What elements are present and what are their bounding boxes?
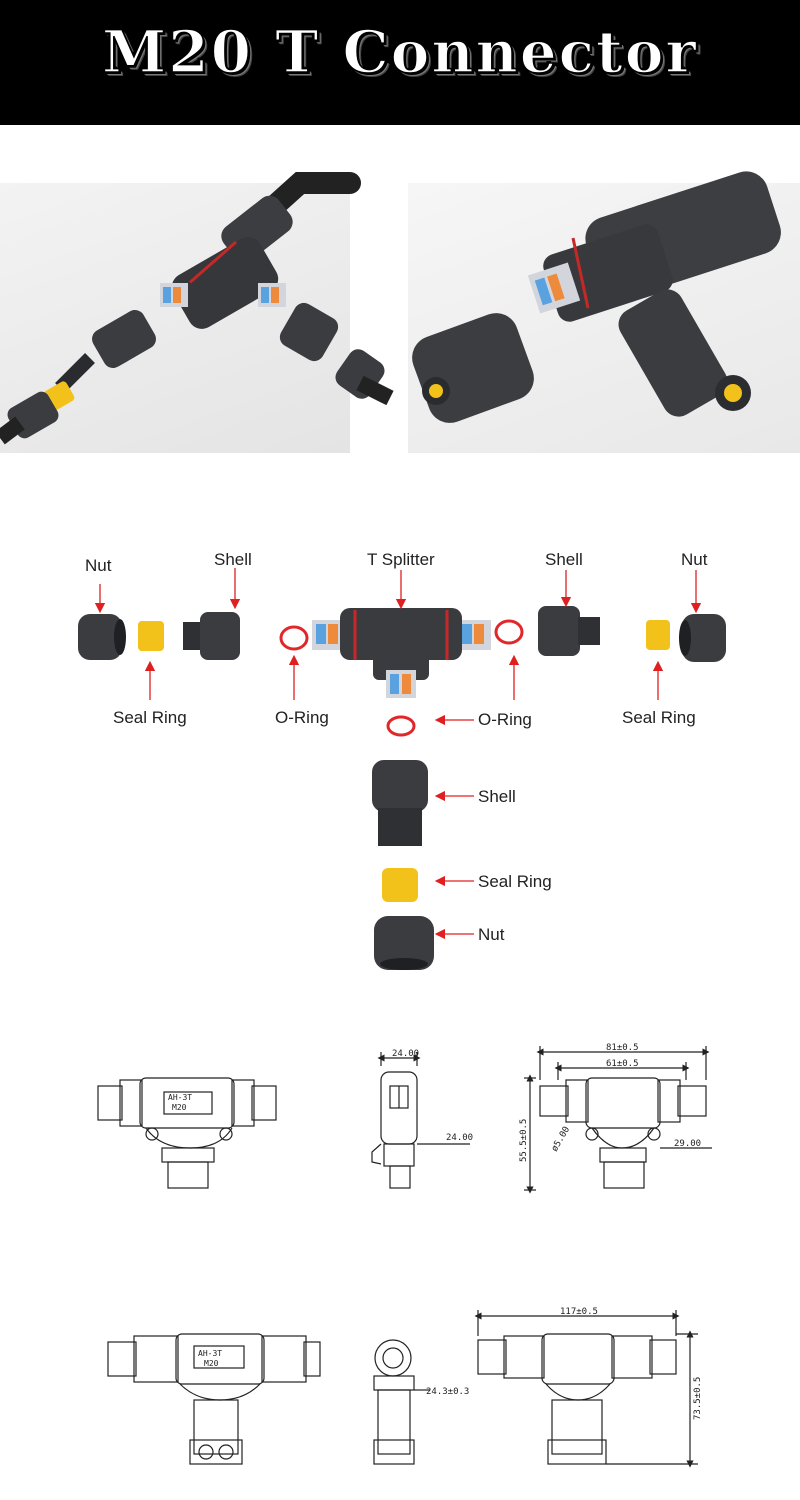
seal-ring-bottom-part [382,868,418,902]
top-rear-view [524,1046,712,1194]
title-banner: M20 T Connector [0,0,800,125]
seal-ring-right-part [646,620,670,650]
t-splitter-part [340,608,462,660]
banner-title: M20 T Connector [101,17,698,87]
dim-top-side-width: 24.00 [392,1049,419,1059]
bottom-front-view [107,1333,321,1465]
assembled-connector-image [0,172,394,445]
dim-top-rear-stem: 29.00 [674,1139,701,1149]
top-model-label-2: M20 [172,1103,187,1112]
shell-bottom-part [372,760,428,812]
label-o-ring-left: O-Ring [275,708,329,727]
o-ring-right-part [494,619,524,645]
label-shell-right: Shell [545,550,583,569]
top-side-view [371,1052,470,1189]
dim-top-rear-hole: ø5.00 [550,1125,572,1153]
o-ring-bottom-part [386,715,416,737]
label-seal-ring-bottom: Seal Ring [478,872,552,891]
dim-top-rear-overall: 81±0.5 [606,1043,639,1053]
seal-ring-left-part [138,621,164,651]
label-t-splitter: T Splitter [367,550,435,569]
dim-top-rear-height: 55.5±0.5 [519,1119,529,1162]
bottom-model-label-1: AH-3T [198,1349,222,1358]
label-seal-ring-left: Seal Ring [113,708,187,727]
nut-bottom-part [374,916,434,970]
label-nut-left: Nut [85,556,112,575]
technical-drawings: 24.00 24.00 81±0.5 61±0.5 55.5±0.5 ø5.00… [97,1043,712,1194]
dim-bottom-rear-overall: 117±0.5 [560,1307,598,1317]
bottom-rear-view [474,1310,698,1468]
shell-right-part [538,606,580,656]
technical-drawings-large: AH-3T M20 24.3±0.3 117±0.5 73.5±0.5 [107,1307,703,1468]
dim-top-rear-inner: 61±0.5 [606,1059,639,1069]
product-photo-assembled [0,172,394,453]
top-front-view [97,1077,277,1189]
product-photo-exploded [408,171,800,453]
label-o-ring-bottom: O-Ring [478,710,532,729]
bottom-side-view [373,1339,430,1465]
bottom-model-label-2: M20 [204,1359,219,1368]
nut-right-part [682,614,726,662]
parts-diagram [78,568,726,970]
dim-bottom-side-width: 24.3±0.3 [426,1387,469,1397]
o-ring-left-part [279,625,309,651]
exploded-connector-image [412,171,781,423]
label-nut-bottom: Nut [478,925,505,944]
dim-top-side-height: 24.00 [446,1133,473,1143]
shell-left-part [200,612,240,660]
label-nut-right: Nut [681,550,708,569]
top-model-label-1: AH-3T [168,1093,192,1102]
label-seal-ring-right: Seal Ring [622,708,696,727]
label-shell-left: Shell [214,550,252,569]
nut-left-part [78,614,122,660]
dim-bottom-rear-height: 73.5±0.5 [693,1377,703,1420]
label-shell-bottom: Shell [478,787,516,806]
